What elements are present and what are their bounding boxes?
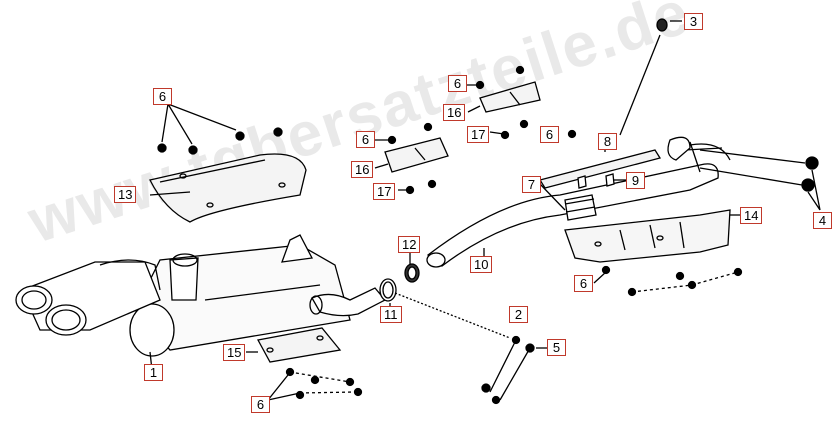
leader-6e	[593, 271, 607, 284]
heat-shield-16a	[479, 81, 541, 113]
axis-line	[394, 292, 511, 339]
callout-9: 9	[626, 172, 645, 189]
tailpipes	[15, 259, 161, 336]
callout-14: 14	[740, 207, 763, 224]
leader-4	[807, 169, 821, 211]
bolt-lines-6e	[631, 271, 739, 293]
bolts-9	[577, 173, 615, 189]
nuts-4	[801, 156, 819, 192]
stud-lines-2-5	[489, 339, 531, 401]
flange-3	[619, 18, 691, 161]
leader-6a	[161, 103, 237, 145]
callout-6: 6	[574, 275, 593, 292]
rear-silencer-14	[564, 209, 731, 263]
callout-4: 4	[813, 212, 832, 229]
callout-6: 6	[448, 75, 467, 92]
callout-16: 16	[443, 104, 466, 121]
callout-16: 16	[351, 161, 374, 178]
callout-6: 6	[251, 396, 270, 413]
bolt-lines-6f	[289, 371, 356, 394]
heat-shield-15	[257, 327, 342, 363]
leader-16b	[374, 163, 389, 169]
callout-6: 6	[153, 88, 172, 105]
leader-6f	[267, 374, 301, 401]
ring-12	[404, 263, 420, 283]
callout-6: 6	[356, 131, 375, 148]
callout-7: 7	[522, 176, 541, 193]
stud-lines-4	[699, 149, 806, 186]
leader-13	[149, 191, 191, 196]
heat-shield-13	[149, 153, 307, 223]
callout-17: 17	[467, 126, 490, 143]
leaders-6-17	[374, 84, 505, 191]
callout-17: 17	[373, 183, 396, 200]
callout-1: 1	[144, 364, 163, 381]
callout-11: 11	[380, 306, 402, 323]
leader-16a	[467, 105, 481, 113]
callout-15: 15	[223, 344, 246, 361]
callout-6: 6	[540, 126, 559, 143]
bolts-6e	[601, 265, 743, 297]
main-silencer-1	[129, 234, 351, 357]
callout-5: 5	[547, 339, 566, 356]
callout-8: 8	[598, 133, 617, 150]
bracket-8	[538, 149, 662, 189]
callout-10: 10	[470, 256, 493, 273]
bolts-group-6a	[157, 127, 283, 155]
callout-13: 13	[114, 186, 137, 203]
callout-12: 12	[398, 236, 421, 253]
bolts-2-5	[481, 335, 535, 405]
clamp-7	[564, 194, 597, 221]
callout-3: 3	[684, 13, 703, 30]
callout-2: 2	[509, 306, 528, 323]
gasket-11	[379, 278, 397, 302]
heat-shield-16b	[384, 137, 449, 173]
leader-7	[539, 183, 566, 211]
header-pipe-10	[426, 141, 731, 268]
